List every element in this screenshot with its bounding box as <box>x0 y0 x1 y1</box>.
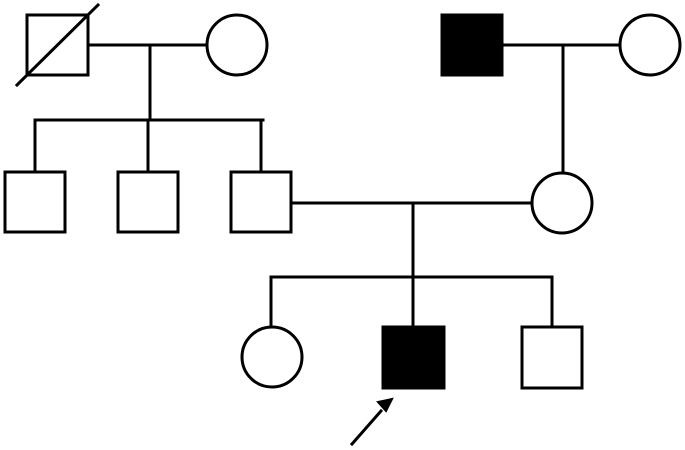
couple-I-3-I-4 <box>500 43 622 174</box>
individual-I-3-male-affected <box>440 13 504 77</box>
individual-II-3-male <box>229 170 293 234</box>
individual-III-2-male-affected-proband <box>381 325 446 390</box>
sibship-II <box>33 118 265 174</box>
arrow-icon <box>349 397 394 447</box>
individual-III-3-male <box>520 325 584 390</box>
individual-II-2-male <box>116 170 180 234</box>
individual-I-4-female <box>618 13 682 77</box>
individual-II-1-male <box>3 170 67 234</box>
couple-I-1-I-2 <box>86 43 209 122</box>
couple-II-3-II-4 <box>289 201 534 279</box>
sibship-III <box>269 275 554 329</box>
individual-I-2-female <box>205 13 269 77</box>
individual-II-4-female <box>530 171 594 235</box>
individual-III-1-female <box>240 325 304 389</box>
deceased-slash <box>14 2 101 88</box>
